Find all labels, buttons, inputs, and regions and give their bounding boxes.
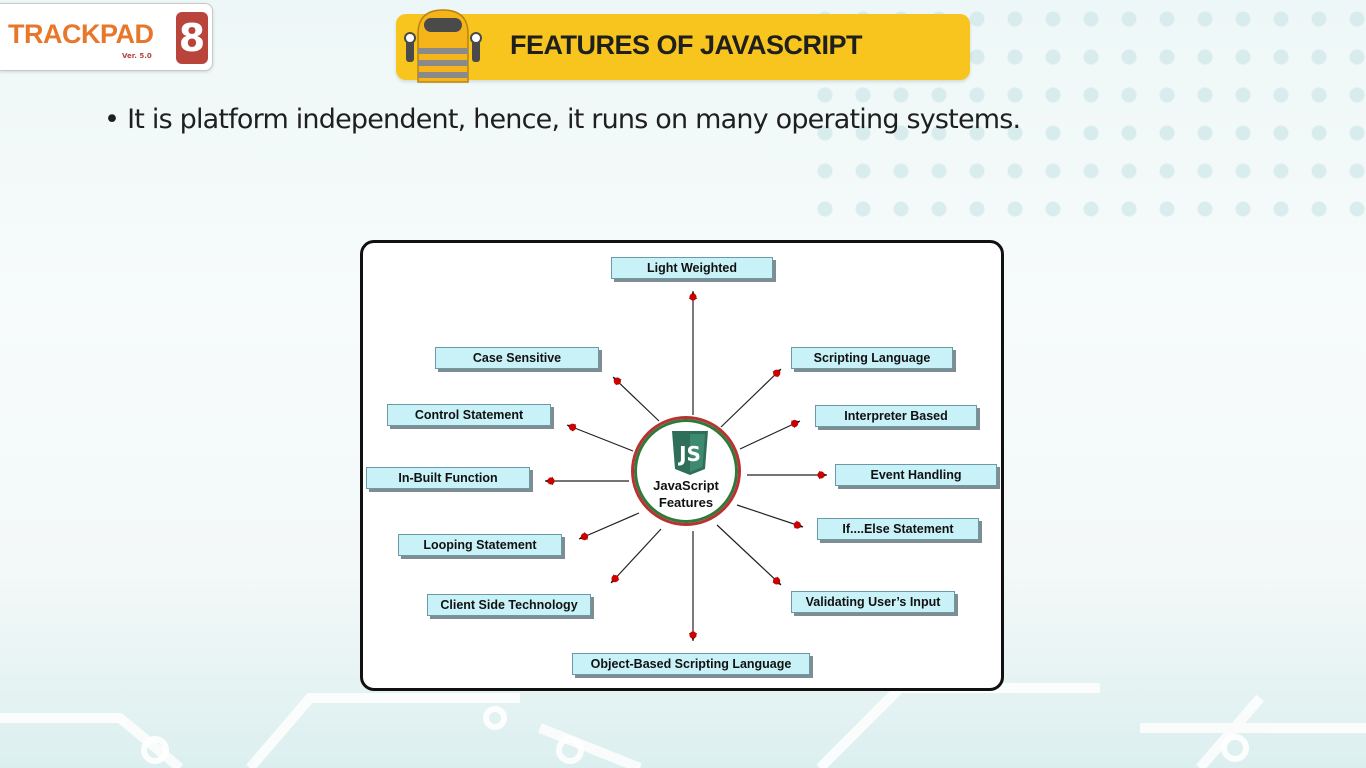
javascript-logo-icon: JS (672, 431, 708, 475)
connector-line (736, 504, 804, 528)
feature-box-if-else-statement: If....Else Statement (817, 518, 979, 540)
feature-box-event-handling: Event Handling (835, 464, 997, 486)
feature-box-client-side-technology: Client Side Technology (427, 594, 591, 616)
connector-line (739, 420, 801, 450)
robot-icon (404, 9, 482, 83)
center-label: JavaScript Features (653, 478, 719, 510)
logo-brand: TRACKPAD (8, 19, 154, 49)
feature-box-in-built-function: In-Built Function (366, 467, 530, 489)
arrow-dot (611, 574, 619, 583)
title-banner: FEATURES OF JAVASCRIPT (396, 9, 970, 83)
features-diagram: JS JavaScript Features Light Weighted Sc… (360, 240, 1004, 691)
connector-line (566, 424, 634, 452)
connector-line (612, 376, 660, 422)
arrow-dot (689, 631, 697, 639)
arrow-dot (790, 419, 799, 428)
feature-box-looping-statement: Looping Statement (398, 534, 562, 556)
arrow-dot (689, 293, 697, 301)
arrow-dot (613, 377, 621, 385)
feature-box-interpreter-based: Interpreter Based (815, 405, 977, 427)
connector-line (610, 528, 662, 584)
logo-version: Ver. 5.0 (122, 52, 152, 60)
trackpad-logo: TRACKPAD Ver. 5.0 8 (0, 3, 213, 71)
arrow-dot (773, 369, 781, 377)
feature-box-control-statement: Control Statement (387, 404, 551, 426)
feature-box-case-sensitive: Case Sensitive (435, 347, 599, 369)
connector-line (716, 524, 782, 586)
connector-line (578, 512, 640, 540)
feature-box-validating-users-input: Validating User’s Input (791, 591, 955, 613)
bullet-marker: • (104, 104, 120, 135)
arrow-dot (817, 471, 825, 479)
arrow-dot (568, 423, 577, 431)
center-node: JS JavaScript Features (631, 416, 741, 526)
js-logo-text: JS (677, 442, 701, 466)
logo-level-badge: 8 (176, 12, 208, 64)
arrow-dot (547, 477, 555, 485)
arrow-dot (773, 577, 781, 585)
bullet-point: •It is platform independent, hence, it r… (104, 104, 1021, 135)
bullet-text: It is platform independent, hence, it ru… (127, 104, 1021, 135)
page-title: FEATURES OF JAVASCRIPT (510, 30, 863, 60)
feature-box-object-based-scripting-language: Object-Based Scripting Language (572, 653, 810, 675)
connector-arrows (545, 291, 827, 641)
feature-box-light-weighted: Light Weighted (611, 257, 773, 279)
arrow-dot (580, 533, 589, 541)
feature-box-scripting-language: Scripting Language (791, 347, 953, 369)
connector-line (720, 368, 782, 428)
arrow-dot (793, 521, 801, 529)
